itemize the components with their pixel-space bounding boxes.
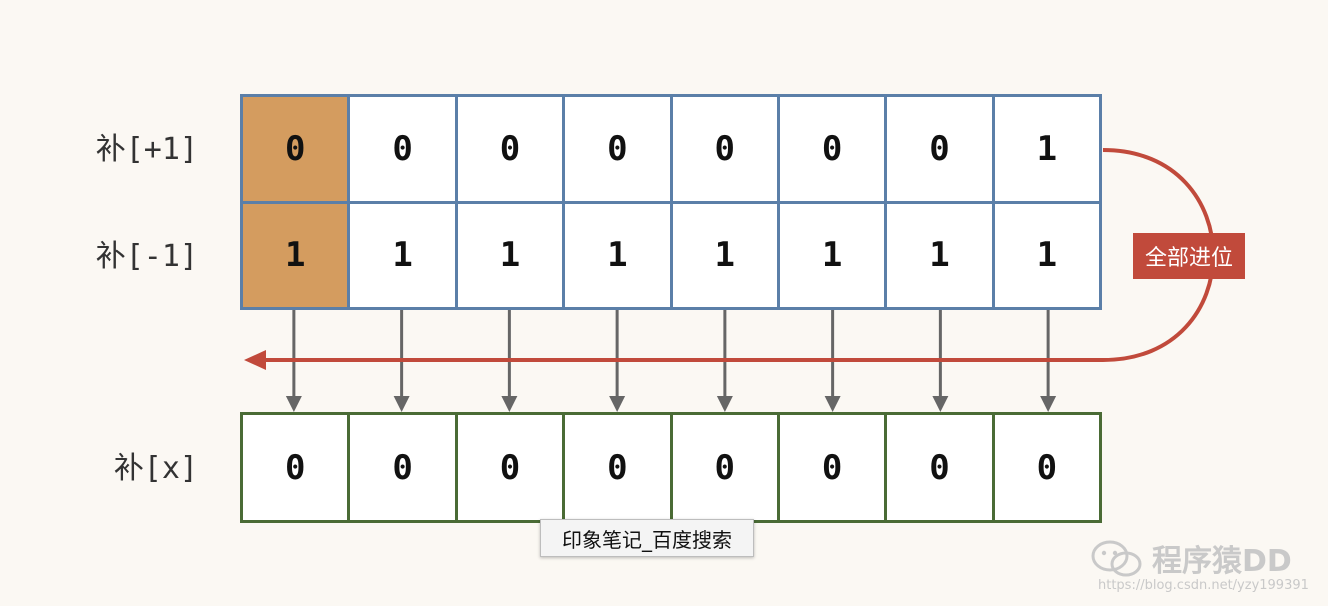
bit-cell-minus-one-3: 1 xyxy=(565,203,670,307)
bit-cell-plus-one-4: 0 xyxy=(672,97,777,201)
bit-cell-result-4: 0 xyxy=(672,415,777,520)
bit-cell-minus-one-6: 1 xyxy=(887,203,992,307)
bit-cell-result-5: 0 xyxy=(779,415,885,520)
bit-cell-minus-one-2: 1 xyxy=(457,203,563,307)
carry-arrowhead xyxy=(244,350,266,370)
down-arrowhead-1 xyxy=(393,396,410,412)
bit-cell-plus-one-6: 0 xyxy=(887,97,992,201)
carry-all-label: 全部进位 xyxy=(1133,233,1245,279)
watermark: 程序猿DD https://blog.csdn.net/yzy199391 xyxy=(1090,536,1315,602)
bit-cell-result-2: 0 xyxy=(457,415,563,520)
label-result: 补[x] xyxy=(113,451,198,486)
bit-cell-result-1: 0 xyxy=(350,415,455,520)
bit-cell-plus-one-3: 0 xyxy=(565,97,670,201)
down-arrowhead-3 xyxy=(609,396,626,412)
label-plus-one: 补[+1] xyxy=(95,132,198,167)
down-arrowhead-5 xyxy=(824,396,841,412)
bit-cell-result-0: 0 xyxy=(243,415,348,520)
bit-cell-plus-one-1: 0 xyxy=(350,97,455,201)
wechat-icon xyxy=(1091,540,1142,577)
down-arrowhead-7 xyxy=(1040,396,1057,412)
bit-cell-result-3: 0 xyxy=(565,415,670,520)
carry-curve xyxy=(262,148,1216,362)
tooltip: 印象笔记_百度搜索 xyxy=(540,519,754,557)
bit-cell-plus-one-5: 0 xyxy=(779,97,885,201)
bit-cell-result-6: 0 xyxy=(887,415,992,520)
bit-cell-minus-one-5: 1 xyxy=(779,203,885,307)
bit-cell-result-7: 0 xyxy=(994,415,1099,520)
bit-cell-plus-one-7: 1 xyxy=(994,97,1099,201)
bit-cell-plus-one-2: 0 xyxy=(457,97,563,201)
down-arrowhead-4 xyxy=(716,396,733,412)
result-grid: 0 0 0 0 0 0 0 0 xyxy=(240,412,1102,523)
bit-cell-minus-one-4: 1 xyxy=(672,203,777,307)
watermark-name: 程序猿DD xyxy=(1152,544,1292,579)
down-arrowhead-2 xyxy=(501,396,518,412)
bit-cell-minus-one-0: 1 xyxy=(243,203,348,307)
operand-grid: 0 0 0 0 0 0 0 1 1 1 1 1 1 1 1 1 xyxy=(240,94,1102,310)
bit-cell-minus-one-7: 1 xyxy=(994,203,1099,307)
down-arrowhead-0 xyxy=(285,396,302,412)
label-minus-one: 补[-1] xyxy=(95,239,198,274)
bit-cell-plus-one-0: 0 xyxy=(243,97,348,201)
bit-cell-minus-one-1: 1 xyxy=(350,203,455,307)
down-arrowhead-6 xyxy=(932,396,949,412)
watermark-url: https://blog.csdn.net/yzy199391 xyxy=(1098,578,1309,593)
down-arrows xyxy=(285,310,1057,412)
